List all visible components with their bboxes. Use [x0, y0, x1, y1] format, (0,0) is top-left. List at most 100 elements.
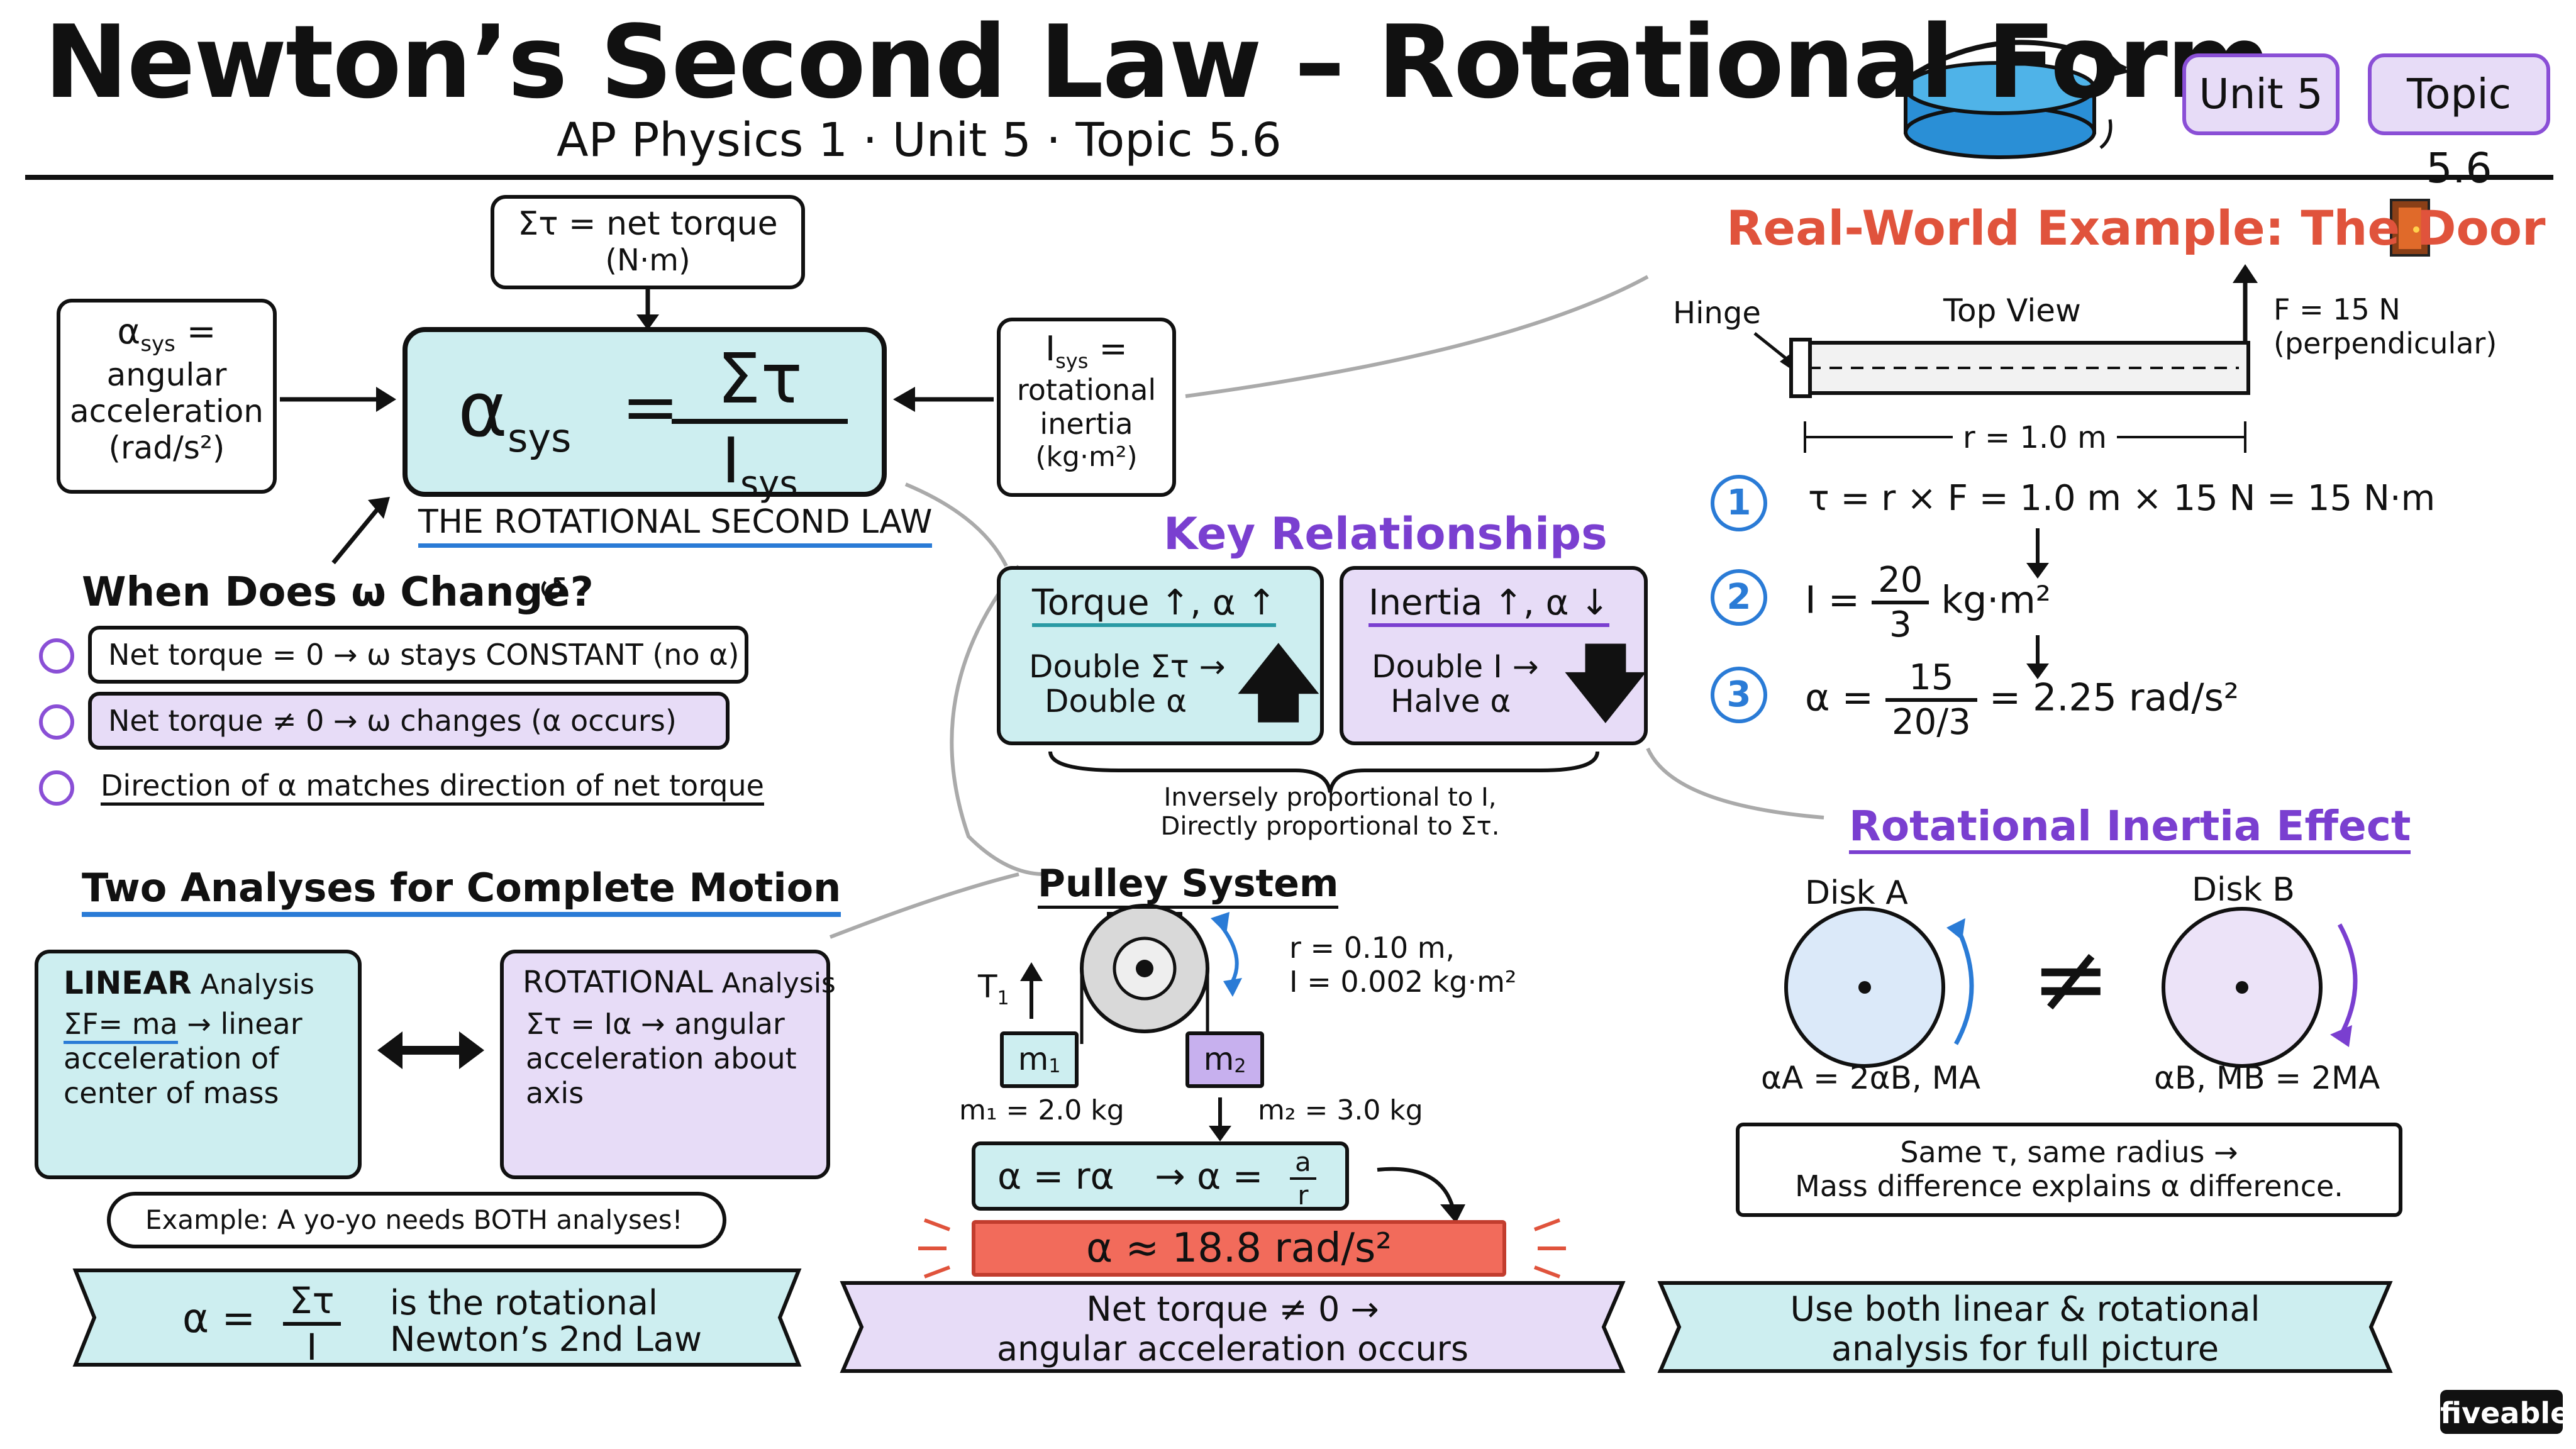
rot-title: ROTATIONAL [523, 965, 713, 1000]
banner-3-line2: analysis for full picture [1831, 1329, 2219, 1368]
step-3-pre: α = [1805, 675, 1874, 720]
formula-den-sub: sys [740, 464, 798, 504]
linear-line3: center of mass [64, 1076, 279, 1110]
inertia-line3: inertia [1040, 406, 1133, 441]
door-force-line1: F = 15 N [2273, 292, 2401, 326]
step-2-pre: I = [1805, 578, 1860, 623]
pulley-relation-box: α = rα → α = a r [972, 1141, 1349, 1211]
banner-3: Use both linear & rotational analysis fo… [1685, 1289, 2365, 1368]
key-card-inertia-line1: Double I → [1372, 648, 1539, 685]
inertia-line4: (kg·m²) [1035, 440, 1138, 473]
down-arrow-icon: 🡇 [1563, 635, 1648, 731]
when-item-1: Net torque = 0 → ω stays CONSTANT (no α) [88, 626, 748, 684]
tag-unit-label: Unit 5 [2199, 70, 2323, 118]
rot-title2: Analysis [713, 967, 836, 999]
step-1-number: 1 [1711, 475, 1767, 531]
banner-1-den: I [306, 1326, 318, 1368]
formula-numerator: Στ [672, 338, 848, 424]
tag-topic-label: Topic 5.6 [2407, 70, 2511, 192]
rot-line2: acceleration about [526, 1041, 797, 1075]
pulley-relation-1: α = rα [997, 1155, 1114, 1197]
linear-line2: acceleration of [64, 1041, 279, 1075]
formula-equals: = [621, 367, 680, 447]
mass-1-block: m1 [1000, 1031, 1079, 1088]
pulley-relation-den: r [1297, 1180, 1309, 1211]
banner-1: α = Στ I is the rotational Newton’s 2nd … [182, 1277, 748, 1368]
door-hinge-label: Hinge [1673, 296, 1761, 331]
banner-1-shape [72, 1269, 802, 1367]
alpha-line2: angular [106, 357, 227, 394]
step-2-number: 2 [1711, 569, 1767, 626]
formula-lhs-sub: sys [508, 415, 572, 461]
linear-title2: Analysis [191, 969, 314, 1001]
when-item-2: Net torque ≠ 0 → ω changes (α occurs) [88, 692, 730, 750]
banner-2-line1: Net torque ≠ 0 → [1086, 1289, 1379, 1329]
step-1-text: τ = r × F = 1.0 m × 15 N = 15 N·m [1808, 478, 2436, 519]
key-card-torque: Torque ↑, α ↑ Double Στ → Double α 🡅 [997, 566, 1324, 745]
disk-b-icon [2162, 907, 2358, 1068]
up-arrow-icon: 🡅 [1236, 635, 1321, 731]
page-subtitle: AP Physics 1 · Unit 5 · Topic 5.6 [557, 113, 1282, 167]
key-card-inertia-line2: Halve α [1391, 683, 1511, 719]
linear-title: LINEAR [64, 965, 192, 1001]
bullet-3-icon [39, 770, 74, 806]
mass-2-sub: 2 [1234, 1055, 1246, 1078]
formula-denominator: I [721, 424, 741, 497]
banner-1-lhs: α = [182, 1296, 256, 1342]
two-title: Two Analyses for Complete Motion [82, 865, 841, 917]
double-arrow-icon [377, 1031, 484, 1069]
inertia-line2: rotational [1016, 372, 1157, 407]
banner-3-line1: Use both linear & rotational [1790, 1289, 2260, 1329]
key-card-torque-line2: Double α [1045, 683, 1187, 719]
inertia-note-line1: Same τ, same radius → [1900, 1135, 2238, 1169]
mass-2-value: m₂ = 3.0 kg [1258, 1094, 1423, 1126]
step-3-num: 15 [1885, 657, 1977, 702]
inertia-sub: sys [1055, 348, 1089, 373]
not-equal-icon: ≠ [2031, 924, 2111, 1034]
step-2-num: 20 [1872, 560, 1929, 604]
door-top-view-label: Top View [1943, 292, 2081, 329]
door-icon [2390, 199, 2430, 257]
formula-lhs: α [458, 367, 508, 454]
banner-2-line2: angular acceleration occurs [996, 1329, 1469, 1368]
when-item-3: Direction of α matches direction of net … [101, 769, 764, 806]
inertia-note-line2: Mass difference explains α difference. [1795, 1169, 2343, 1203]
banner-2-shape [840, 1281, 1626, 1373]
disk-b-relation: αB, MB = 2MA [2154, 1060, 2380, 1096]
formula-caption: THE ROTATIONAL SECOND LAW [418, 503, 933, 548]
yo-yo-example-bubble: Example: A yo-yo needs BOTH analyses! [107, 1192, 726, 1248]
key-card-inertia-title: Inertia ↑, α ↓ [1368, 582, 1610, 627]
linear-analysis-card: LINEAR Analysis ΣF= ma → linear accelera… [35, 950, 362, 1179]
bullet-1-icon [39, 638, 74, 674]
pulley-title: Pulley System [1038, 862, 1339, 909]
linear-line1: ΣF [64, 1007, 99, 1044]
door-force-line2: (perpendicular) [2273, 326, 2497, 360]
pulley-result: α ≈ 18.8 rad/s² [972, 1220, 1506, 1277]
key-note: Inversely proportional to I, Directly pr… [1126, 783, 1535, 841]
pulley-relation-num: a [1290, 1146, 1316, 1180]
inertia-symbol: I [1045, 329, 1056, 369]
linear-line1b: = ma [98, 1007, 178, 1044]
tag-unit: Unit 5 [2182, 53, 2340, 135]
disk-a-relation: αA = 2αB, MA [1761, 1060, 1981, 1096]
step-3-post: = 2.25 rad/s² [1989, 675, 2239, 720]
step-3-number: 3 [1711, 667, 1767, 723]
banner-1-num: Στ [283, 1279, 341, 1326]
step-3-den: 20/3 [1891, 702, 1971, 743]
inertia-effect-note: Same τ, same radius → Mass difference ex… [1736, 1123, 2402, 1217]
main-formula-box: αsys = Στ Isys [402, 327, 887, 504]
inertia-effect-title: Rotational Inertia Effect [1849, 802, 2411, 854]
t1-sub: 1 [997, 987, 1009, 1009]
bullet-2-icon [39, 704, 74, 740]
alpha-eq: = [175, 311, 216, 352]
inertia-label: Isys = rotational inertia (kg·m²) [997, 318, 1176, 497]
when-title: When Does ω Change? [82, 569, 594, 616]
door-force-label: F = 15 N (perpendicular) [2273, 292, 2497, 360]
disk-a-label: Disk A [1805, 874, 1908, 912]
key-note-line1: Inversely proportional to I, [1163, 783, 1497, 812]
door-radius-label: r = 1.0 m [1953, 420, 2117, 455]
door-diagram [1753, 264, 2258, 453]
